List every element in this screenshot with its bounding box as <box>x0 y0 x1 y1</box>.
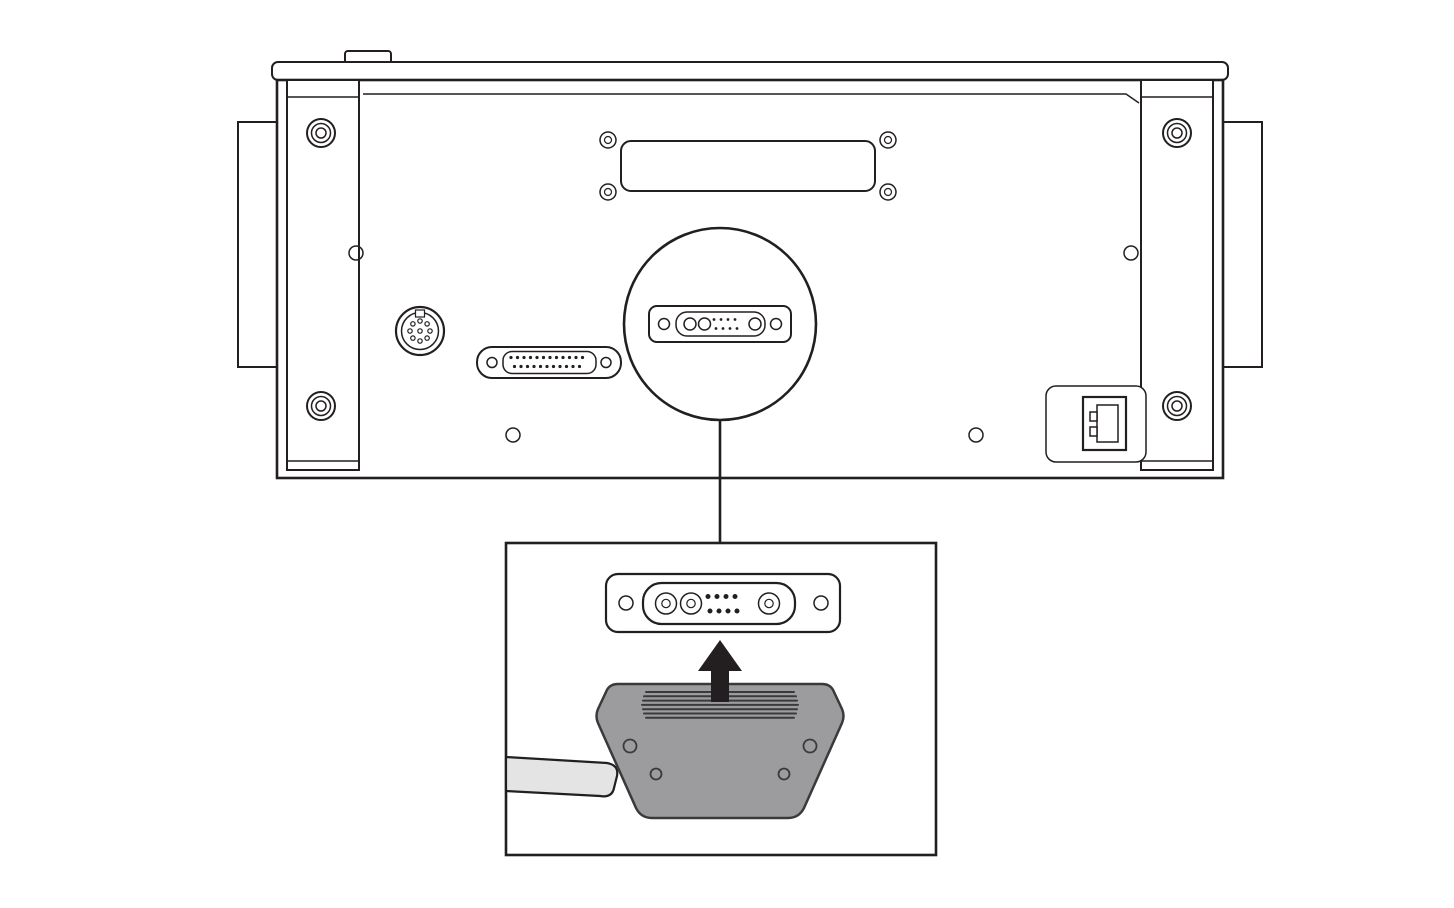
device-rear-panel <box>237 50 1263 543</box>
plug-screw <box>777 767 791 781</box>
plate-screw <box>879 183 897 201</box>
panel-hole <box>1123 245 1139 261</box>
up-arrow-icon <box>698 640 742 702</box>
top-lip <box>271 61 1229 81</box>
bracket-screw <box>306 391 336 421</box>
panel-hole <box>505 427 521 443</box>
callout-inset <box>504 541 938 857</box>
left-side-flange <box>237 121 278 368</box>
top-groove-line <box>363 93 1140 104</box>
left-rack-bracket <box>286 79 360 471</box>
panel-hole <box>348 245 364 261</box>
plate-screw <box>879 131 897 149</box>
plate-screw <box>599 183 617 201</box>
right-rack-bracket <box>1140 79 1214 471</box>
highlighted-13w3-connector <box>648 305 792 343</box>
connector-plug <box>595 682 845 820</box>
plate-screw <box>599 131 617 149</box>
right-side-flange <box>1222 121 1263 368</box>
magnifier-circle <box>622 226 818 422</box>
magnifier-callout <box>622 226 818 422</box>
db25-connector <box>476 346 622 379</box>
connector-cable <box>504 755 619 798</box>
panel-hole <box>968 427 984 443</box>
lan-port <box>1045 385 1147 463</box>
bracket-screw <box>1162 391 1192 421</box>
bracket-screw <box>1162 118 1192 148</box>
plug-screw <box>802 738 818 754</box>
circular-din-connector <box>394 305 446 357</box>
bracket-screw <box>306 118 336 148</box>
plug-screw <box>622 738 638 754</box>
top-access-plate <box>599 131 897 201</box>
enlarged-13w3-connector <box>604 572 842 634</box>
plug-vent-grille <box>641 691 799 719</box>
plug-screw <box>649 767 663 781</box>
